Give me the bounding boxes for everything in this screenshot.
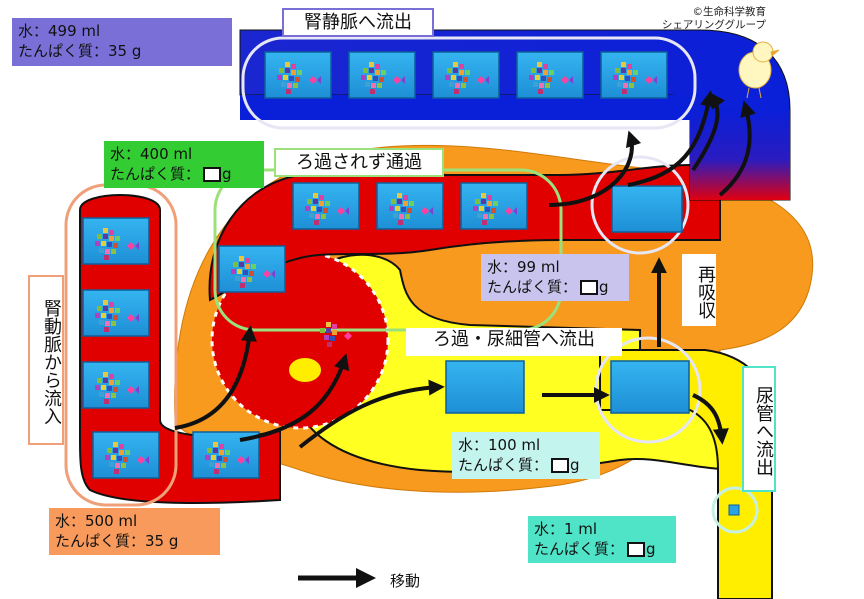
vein-values-label: 水：499 ml たんぱく質：35 g — [12, 18, 232, 66]
vein-block — [264, 51, 332, 99]
reabsorb-protein-unit: g — [599, 278, 609, 296]
reabsorb-water-text: 水：99 ml — [487, 258, 560, 276]
vein-block — [600, 51, 668, 99]
unfiltered-protein-blank — [203, 167, 222, 182]
tubule-protein-text: たんぱく質： — [458, 456, 549, 474]
artery-water-text: 水：500 ml — [55, 512, 138, 530]
flow-arrow-icon — [692, 393, 729, 445]
vein-water-text: 水：499 ml — [18, 22, 101, 40]
glomerulus-protein-icon — [320, 322, 352, 347]
unfiltered-protein-unit: g — [222, 165, 232, 183]
urine-protein-unit: g — [646, 540, 656, 558]
vein-out-title: 腎静脈へ流出 — [282, 8, 434, 37]
ureter-tube — [599, 349, 773, 599]
urine-protein-text: たんぱく質： — [534, 540, 625, 558]
tubule-water-text: 水：100 ml — [458, 436, 541, 454]
vein-block — [432, 51, 500, 99]
glomerulus — [212, 252, 388, 428]
artery-values-label: 水：500 ml たんぱく質：35 g — [49, 508, 220, 555]
urine-water-text: 水：1 ml — [534, 520, 598, 538]
flow-arrow-icon — [548, 130, 642, 207]
artery-block — [82, 361, 150, 409]
flow-arrows — [174, 90, 756, 449]
reabsorption-title: 再吸収 — [682, 254, 716, 326]
artery-protein-text: たんぱく質：35 g — [55, 532, 179, 550]
artery-in-title: 腎動脈から流入 — [28, 275, 64, 445]
reabsorb-outline — [590, 155, 690, 255]
urine-drop-outline — [711, 486, 759, 534]
vein-protein-text: たんぱく質：35 g — [18, 42, 142, 60]
ureter-out-title: 尿管へ流出 — [742, 366, 776, 492]
vein-blocks-group-outline — [241, 36, 697, 130]
flow-arrow-icon — [691, 92, 726, 172]
unfiltered-block — [292, 182, 360, 230]
not-filtered-title: ろ過されず通過 — [274, 148, 444, 177]
unfiltered-water-text: 水：400 ml — [110, 145, 193, 163]
flow-arrow-icon — [174, 325, 257, 430]
filtered-water-block — [445, 360, 525, 414]
flow-arrow-icon — [298, 379, 445, 449]
reabsorb-protein-blank — [580, 280, 599, 295]
chick-mascot-icon — [738, 41, 780, 99]
unfiltered-block — [218, 245, 286, 293]
flow-arrow-icon — [627, 90, 716, 187]
legend-label: 移動 — [390, 572, 421, 590]
filtered-title: ろ過・尿細管へ流出 — [406, 328, 622, 356]
tubule-water-block — [610, 360, 690, 414]
copyright-text: ©生命科学教育 シェアリンググループ — [661, 6, 766, 31]
unfiltered-block — [460, 182, 528, 230]
reabsorbed-water-block — [611, 185, 683, 233]
urine-protein-blank — [627, 542, 646, 557]
artery-block — [92, 431, 160, 479]
urine-water-block — [728, 504, 740, 516]
vein-block — [516, 51, 584, 99]
reabsorb-values-label: 水：99 ml たんぱく質： g — [481, 254, 629, 301]
vein-block — [348, 51, 416, 99]
flow-arrow-icon — [239, 353, 350, 442]
unfiltered-block — [376, 182, 444, 230]
tubule-values-label: 水：100 ml たんぱく質： g — [452, 432, 600, 479]
urine-values-label: 水：1 ml たんぱく質： g — [528, 516, 676, 563]
artery-block — [82, 217, 150, 265]
tubule-protein-unit: g — [570, 456, 580, 474]
unfiltered-values-label: 水：400 ml たんぱく質： g — [104, 141, 264, 188]
tubule-protein-blank — [551, 458, 570, 473]
unfiltered-protein-text: たんぱく質： — [110, 165, 201, 183]
flow-arrow-icon — [718, 100, 756, 197]
artery-block — [82, 289, 150, 337]
reabsorb-protein-text: たんぱく質： — [487, 278, 578, 296]
